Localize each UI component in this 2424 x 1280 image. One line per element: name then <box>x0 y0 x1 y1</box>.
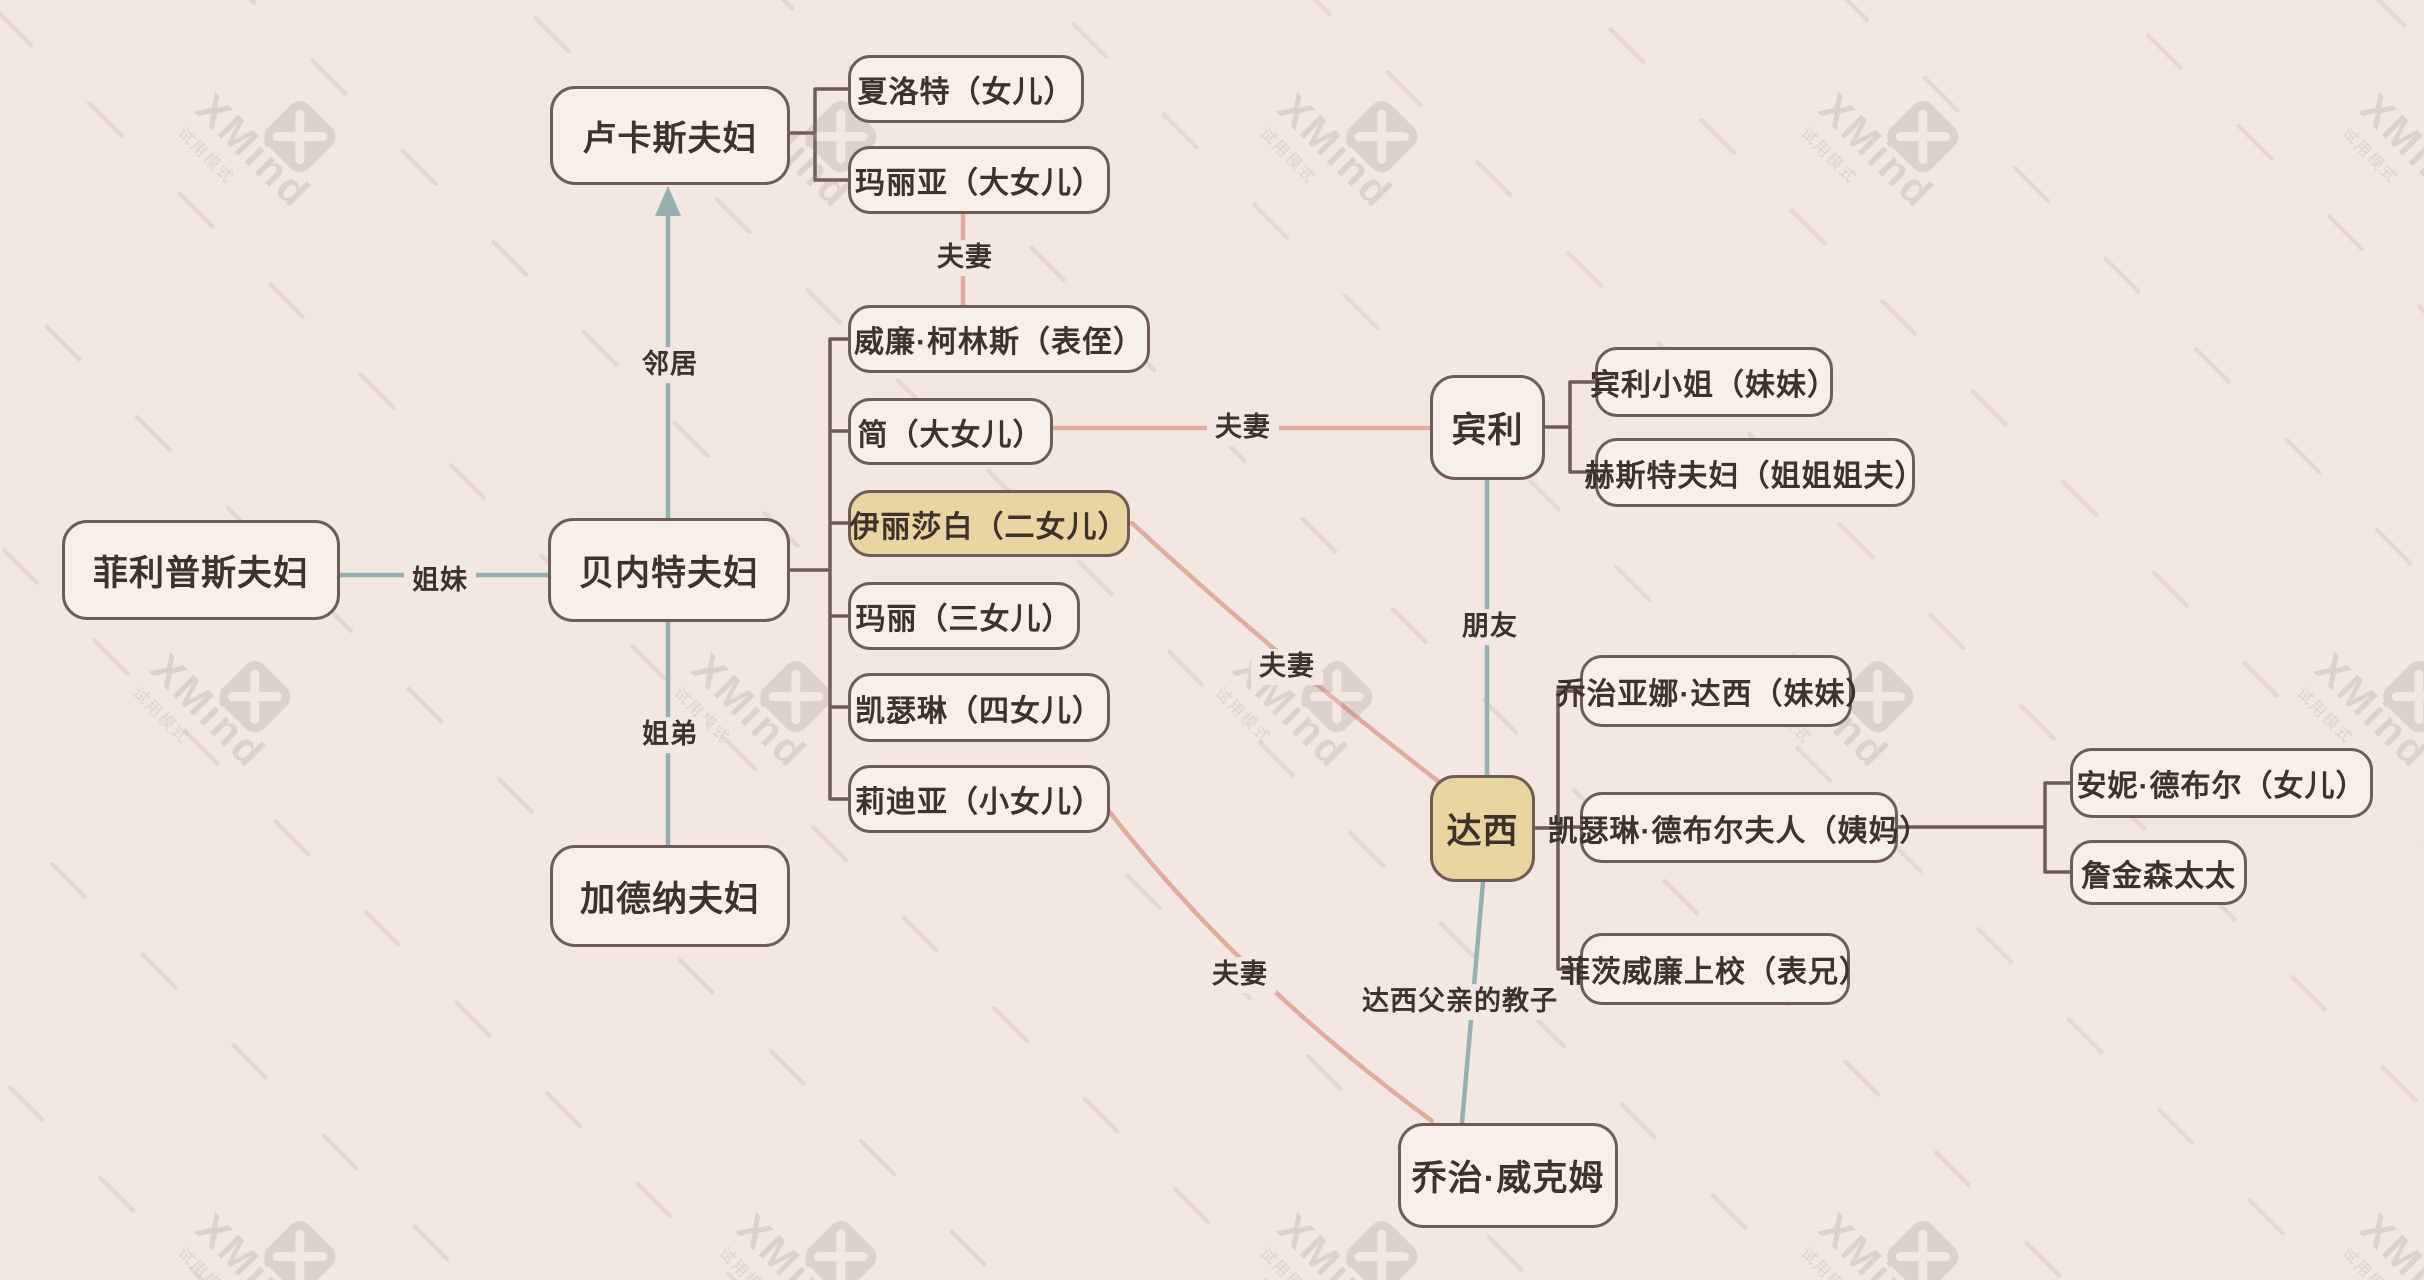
edge-label-couple-jane[interactable]: 夫妻 <box>1207 410 1279 446</box>
topic-fitzwilliam[interactable]: 菲茨威廉上校（表兄） <box>1560 933 1869 1005</box>
topic-jenkinson[interactable]: 詹金森太太 <box>2070 840 2247 905</box>
topic-bingley[interactable]: 宾利 <box>1430 375 1545 480</box>
edge-label-sisters[interactable]: 姐妹 <box>404 563 476 599</box>
topic-collins[interactable]: 威廉·柯林斯（表侄） <box>848 305 1150 373</box>
topic-lucas[interactable]: 卢卡斯夫妇 <box>550 86 790 185</box>
branch-darcy-children <box>1533 689 1582 971</box>
xmind-logo-icon <box>1887 101 1959 173</box>
edge-label-godson[interactable]: 达西父亲的教子 <box>1354 984 1566 1020</box>
topic-hursts[interactable]: 赫斯特夫妇（姐姐姐夫） <box>1585 438 1925 507</box>
topic-jane[interactable]: 简（大女儿） <box>848 398 1053 465</box>
edge-label-couple-collins[interactable]: 夫妻 <box>929 240 1001 276</box>
topic-anne[interactable]: 安妮·德布尔（女儿） <box>2070 748 2373 818</box>
branch-bennet-children <box>788 337 850 801</box>
xmind-logo-icon <box>1887 1221 1959 1280</box>
branch-lady-catherine-children <box>1896 781 2072 874</box>
edge-label-sister-brother[interactable]: 姐弟 <box>634 717 706 753</box>
topic-lady-catherine[interactable]: 凯瑟琳·德布尔夫人（姨妈） <box>1548 792 1930 863</box>
topic-kitty[interactable]: 凯瑟琳（四女儿） <box>848 673 1110 742</box>
edge-label-couple-elizabeth[interactable]: 夫妻 <box>1251 649 1323 685</box>
xmind-logo-icon <box>219 661 291 733</box>
xmind-logo-icon <box>760 661 832 733</box>
edge-label-friends[interactable]: 朋友 <box>1454 609 1526 645</box>
xmind-logo-icon <box>1842 661 1914 733</box>
topic-gardiner[interactable]: 加德纳夫妇 <box>550 845 790 947</box>
topic-lydia[interactable]: 莉迪亚（小女儿） <box>848 765 1110 833</box>
edge-label-neighbor[interactable]: 邻居 <box>634 347 706 383</box>
topic-charlotte[interactable]: 夏洛特（女儿） <box>848 55 1084 123</box>
edge-label-couple-lydia[interactable]: 夫妻 <box>1204 957 1276 993</box>
topic-mary[interactable]: 玛丽（三女儿） <box>848 582 1080 650</box>
topic-maria[interactable]: 玛丽亚（大女儿） <box>848 146 1110 214</box>
xmind-logo-icon <box>264 101 336 173</box>
topic-georgiana[interactable]: 乔治亚娜·达西（妹妹） <box>1556 655 1876 727</box>
topic-darcy[interactable]: 达西 <box>1430 775 1535 882</box>
xmind-watermark: XMind 试用模式 <box>1797 1204 1959 1280</box>
xmind-logo-icon <box>264 1221 336 1280</box>
xmind-logo-icon <box>2383 661 2424 733</box>
topic-bennet[interactable]: 贝内特夫妇 <box>548 518 790 622</box>
branch-lucas-children <box>788 87 850 182</box>
neighbor-arrowhead <box>655 186 681 216</box>
xmind-logo-icon <box>805 1221 877 1280</box>
topic-miss-bingley[interactable]: 宾利小姐（妹妹） <box>1590 347 1837 417</box>
tree-branch-connectors <box>788 87 2072 971</box>
xmind-logo-icon <box>1346 1221 1418 1280</box>
topic-phillips[interactable]: 菲利普斯夫妇 <box>62 520 340 620</box>
xmind-logo-icon <box>1346 101 1418 173</box>
branch-bingley-children <box>1543 380 1597 474</box>
topic-wickham[interactable]: 乔治·威克姆 <box>1398 1123 1618 1228</box>
topic-elizabeth[interactable]: 伊丽莎白（二女儿） <box>848 490 1130 557</box>
